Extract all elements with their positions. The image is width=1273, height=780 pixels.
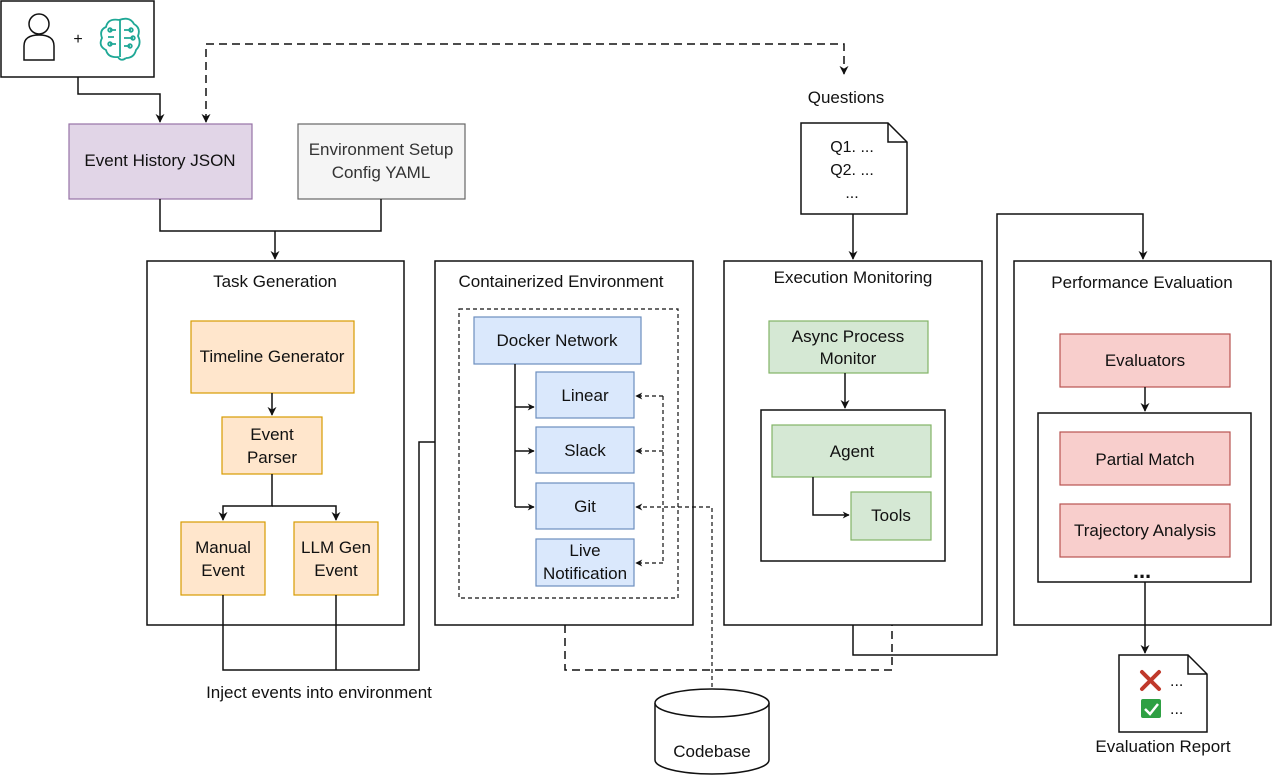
containerized-title: Containerized Environment — [458, 272, 663, 291]
llm-gen-event-line2: Event — [314, 561, 358, 580]
env-setup-line2: Config YAML — [332, 163, 431, 182]
report-item-1: ... — [1170, 673, 1183, 690]
performance-evaluation-title: Performance Evaluation — [1051, 273, 1232, 292]
report-item-2: ... — [1170, 701, 1183, 718]
brain-circuit-icon — [99, 17, 141, 61]
question-more: ... — [845, 185, 858, 202]
async-monitor-line1: Async Process — [792, 327, 904, 346]
partial-match-label: Partial Match — [1095, 450, 1194, 469]
environment-setup-box: Environment Setup Config YAML — [297, 123, 466, 200]
event-parser-line2: Parser — [247, 448, 297, 467]
async-monitor-line2: Monitor — [820, 349, 877, 368]
timeline-generator-label: Timeline Generator — [200, 347, 345, 366]
event-history-label: Event History JSON — [84, 151, 235, 170]
question-2: Q2. ... — [830, 162, 874, 179]
live-notification-line2: Notification — [543, 564, 627, 583]
agent-label: Agent — [830, 442, 875, 461]
tools-label: Tools — [871, 506, 911, 525]
user-ai-box: + — [0, 0, 155, 78]
performance-evaluation-panel: Performance Evaluation Evaluators Partia… — [1013, 260, 1272, 626]
task-generation-panel: Task Generation Timeline Generator Event… — [146, 260, 405, 626]
docker-network-label: Docker Network — [497, 331, 618, 350]
manual-event-line1: Manual — [195, 538, 251, 557]
event-parser-line1: Event — [250, 425, 294, 444]
evaluation-report-document: ... ... — [1118, 654, 1208, 733]
task-generation-title: Task Generation — [213, 272, 337, 291]
execution-monitoring-panel: Execution Monitoring Async Process Monit… — [723, 260, 983, 626]
check-mark-icon — [1141, 699, 1161, 718]
execution-monitoring-title: Execution Monitoring — [774, 268, 933, 287]
codebase-database: Codebase — [654, 688, 770, 775]
execution-to-evaluation-arrow — [852, 213, 1148, 656]
database-icon — [654, 703, 770, 775]
questions-document: Q1. ... Q2. ... ... — [800, 122, 908, 215]
evaluation-report-label: Evaluation Report — [1095, 737, 1230, 756]
document-icon — [800, 122, 908, 215]
live-notification-line1: Live — [569, 541, 600, 560]
inject-events-arrow — [222, 437, 460, 671]
evaluators-label: Evaluators — [1105, 351, 1185, 370]
user-to-event-history-arrow — [77, 77, 165, 123]
slack-label: Slack — [564, 441, 606, 460]
more-evaluators: ... — [1133, 558, 1151, 583]
plus-sign: + — [73, 31, 82, 48]
git-label: Git — [574, 497, 596, 516]
event-history-json-box: Event History JSON — [68, 123, 253, 200]
codebase-to-git-dashed — [635, 503, 713, 687]
questions-dashed-arrow — [201, 43, 849, 123]
manual-event-line2: Event — [201, 561, 245, 580]
inputs-to-task-generation-arrow — [159, 199, 382, 259]
inject-events-label: Inject events into environment — [206, 683, 432, 702]
trajectory-analysis-label: Trajectory Analysis — [1074, 521, 1216, 540]
env-setup-line1: Environment Setup — [309, 140, 454, 159]
cross-mark-icon — [1140, 670, 1161, 691]
containerized-environment-panel: Containerized Environment Docker Network… — [434, 260, 694, 626]
user-icon — [23, 13, 55, 61]
question-1: Q1. ... — [830, 139, 874, 156]
codebase-label: Codebase — [673, 742, 751, 761]
questions-label: Questions — [808, 88, 885, 107]
linear-label: Linear — [561, 386, 609, 405]
llm-gen-event-line1: LLM Gen — [301, 538, 371, 557]
